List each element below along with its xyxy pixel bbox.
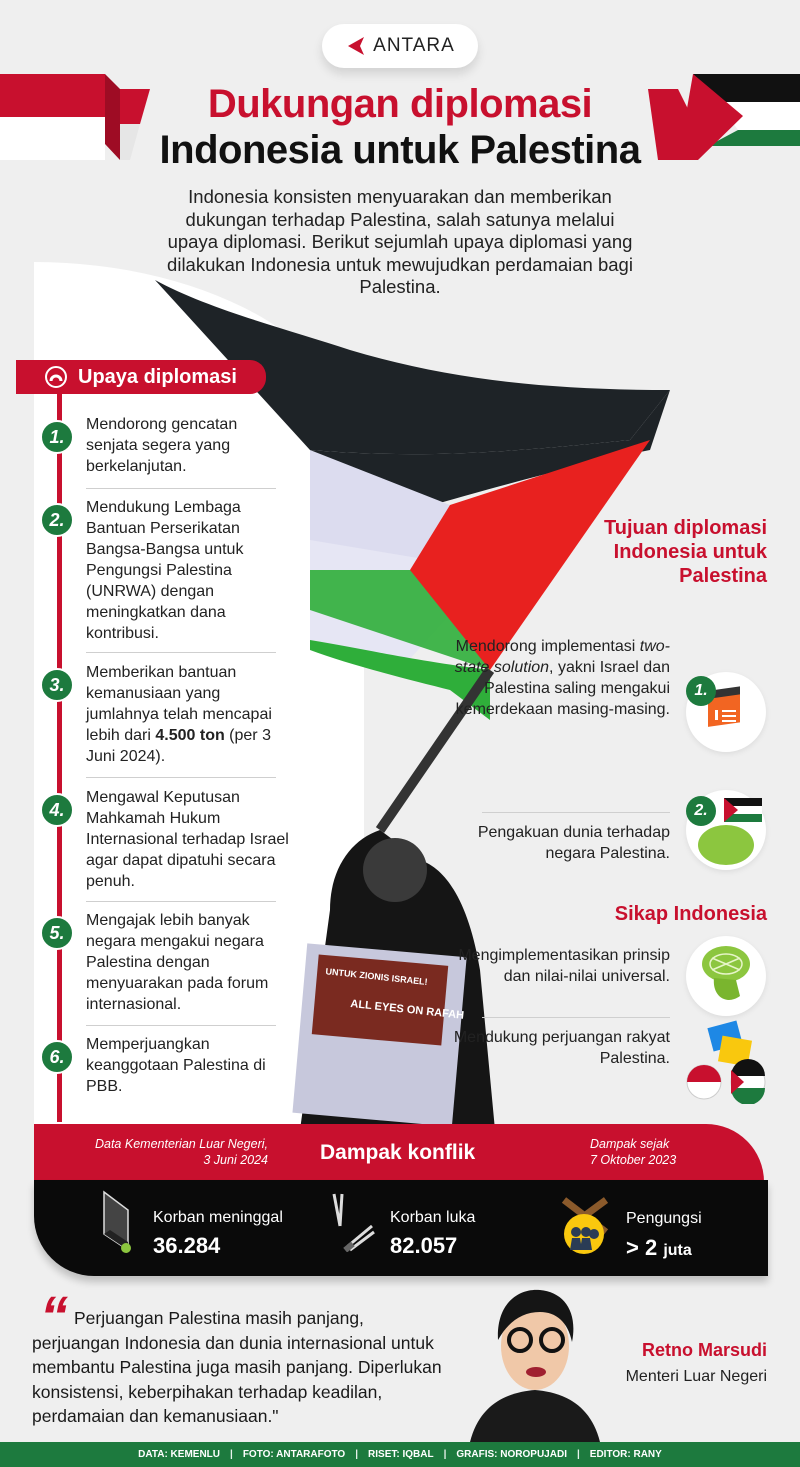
crutches-icon xyxy=(332,1193,375,1252)
tujuan-number-1: 1. xyxy=(686,676,716,706)
upaya-title: Upaya diplomasi xyxy=(78,365,237,388)
divider xyxy=(86,1025,276,1026)
impact-stats-bar xyxy=(34,1180,768,1276)
stat-label-deaths: Korban meninggal xyxy=(153,1209,283,1226)
sikap-title: Sikap Indonesia xyxy=(614,903,767,925)
divider xyxy=(482,1017,670,1018)
step-number: 1. xyxy=(40,420,74,454)
step-text: Mengawal Keputusan Mahkamah Hukum Intern… xyxy=(86,789,289,890)
divider xyxy=(86,901,276,902)
logo-text: ANTARA xyxy=(373,35,455,56)
intro-paragraph: Indonesia konsisten menyuarakan dan memb… xyxy=(167,186,633,297)
upaya-item-5: 5. Mengajak lebih banyak negara mengakui… xyxy=(40,910,290,1015)
upaya-item-6: 6. Memperjuangkan keanggotaan Palestina … xyxy=(40,1034,290,1097)
upaya-item-2: 2. Mendukung Lembaga Bantuan Perserikata… xyxy=(40,497,290,644)
step-text: Memperjuangkan keanggotaan Palestina di … xyxy=(86,1036,266,1095)
step-text: Mengajak lebih banyak negara mengakui ne… xyxy=(86,912,269,1013)
divider xyxy=(86,488,276,489)
upaya-item-1: 1. Mendorong gencatan senjata segera yan… xyxy=(40,414,290,477)
upaya-item-3: 3. Memberikan bantuan kemanusiaan yang j… xyxy=(40,662,290,767)
antara-logo: ANTARA xyxy=(322,24,478,68)
upaya-item-4: 4. Mengawal Keputusan Mahkamah Hukum Int… xyxy=(40,787,290,892)
handshake-flags-icon xyxy=(686,1020,770,1105)
quote-text: Perjuangan Palestina masih panjang, perj… xyxy=(32,1308,442,1426)
flag-protester-photo: UNTUK ZIONIS ISRAEL! ALL EYES ON RAFAH xyxy=(155,280,670,1130)
speaker-portrait xyxy=(470,1289,600,1442)
tujuan-item-2-text: Pengakuan dunia terhadap negara Palestin… xyxy=(477,824,670,862)
credits-footer: DATA: KEMENLU | FOTO: ANTARAFOTO | RISET… xyxy=(0,1442,800,1467)
impact-header-bar xyxy=(34,1124,764,1182)
step-number: 4. xyxy=(40,793,74,827)
step-number: 6. xyxy=(40,1040,74,1074)
stat-label-injured: Korban luka xyxy=(390,1209,476,1226)
step-number: 3. xyxy=(40,668,74,702)
credit-editor: EDITOR: RANY xyxy=(589,1449,662,1460)
stat-value-deaths: 36.284 xyxy=(153,1233,221,1258)
palestine-flag-graphic xyxy=(648,74,800,160)
page-title-line1: Dukungan diplomasi xyxy=(207,82,593,126)
credit-research: RISET: IQBAL xyxy=(368,1449,434,1460)
step-text: Mendukung Lembaga Bantuan Perserikatan B… xyxy=(86,499,244,642)
globe-ring-icon xyxy=(686,936,766,1016)
impact-since-note: Dampak sejak 7 Oktober 2023 xyxy=(590,1137,677,1167)
coffin-icon xyxy=(103,1190,131,1253)
step-text: Memberikan bantuan kemanusiaan yang juml… xyxy=(86,664,272,765)
divider xyxy=(86,777,276,778)
target-icon xyxy=(45,366,67,388)
tujuan-title: Tujuan diplomasi Indonesia untuk Palesti… xyxy=(604,517,767,587)
stat-value-injured: 82.057 xyxy=(390,1233,458,1258)
refugees-icon xyxy=(561,1197,609,1254)
tujuan-number-2: 2. xyxy=(686,796,716,826)
speaker-name: Retno Marsudi xyxy=(641,1340,767,1360)
indonesia-flag-graphic xyxy=(0,74,150,160)
upaya-section-header: Upaya diplomasi xyxy=(16,360,266,394)
stat-label-refugees: Pengungsi xyxy=(626,1210,702,1227)
credit-data: DATA: KEMENLU xyxy=(138,1449,220,1460)
sikap-item-1-text: Mengimplementasikan prinsip dan nilai-ni… xyxy=(458,947,670,985)
credit-graphics: GRAFIS: NOROPUJADI xyxy=(456,1449,567,1460)
timeline-line xyxy=(57,392,62,1122)
sikap-item-2-text: Mendukung perjuangan rakyat Palestina. xyxy=(453,1029,670,1067)
stat-value-refugees: > 2 juta xyxy=(626,1235,692,1260)
impact-title: Dampak konflik xyxy=(320,1141,476,1164)
tujuan-item-1-text: Mendorong implementasi two-state solutio… xyxy=(454,638,670,718)
step-text: Mendorong gencatan senjata segera yang b… xyxy=(86,416,238,475)
impact-source-note: Data Kementerian Luar Negeri, 3 Juni 202… xyxy=(94,1137,268,1167)
quote-mark-icon: “ xyxy=(40,1284,68,1347)
antara-logo-icon xyxy=(348,37,365,55)
step-number: 5. xyxy=(40,916,74,950)
divider xyxy=(86,652,276,653)
speaker-role: Menteri Luar Negeri xyxy=(625,1368,767,1385)
divider xyxy=(482,812,670,813)
step-number: 2. xyxy=(40,503,74,537)
credit-photo: FOTO: ANTARAFOTO xyxy=(242,1449,346,1460)
page-title-line2: Indonesia untuk Palestina xyxy=(159,128,641,172)
